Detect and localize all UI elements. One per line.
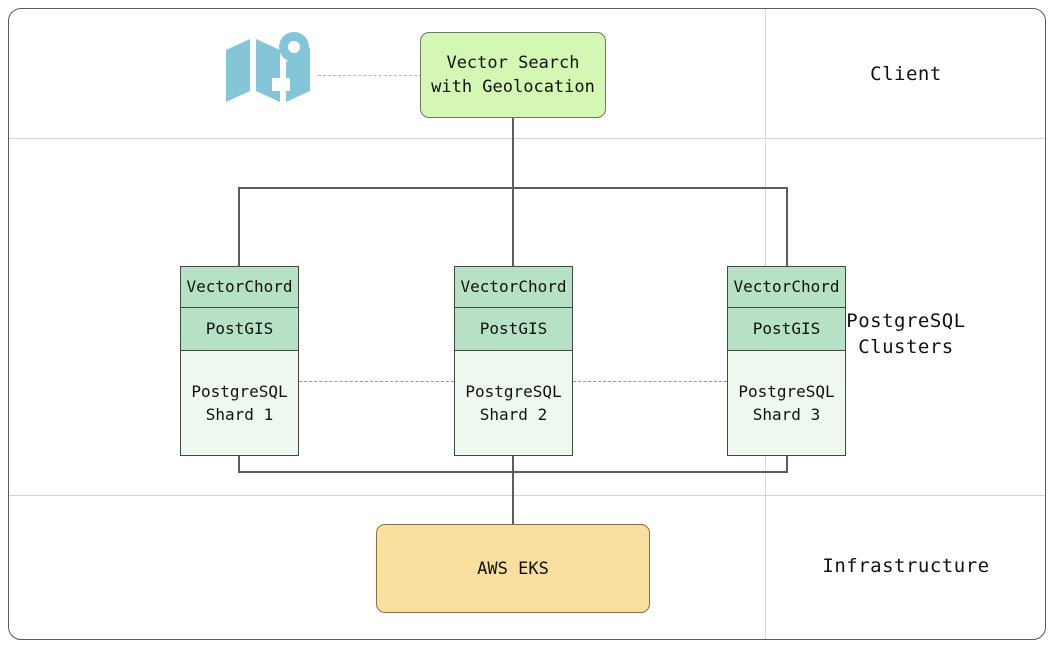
- connector-icon-to-vector-search: [318, 75, 422, 76]
- shard-2-body-label: PostgreSQL Shard 2: [454, 351, 573, 456]
- lane-divider-clusters-infrastructure: [9, 495, 1045, 496]
- node-shard-1[interactable]: VectorChord PostGIS PostgreSQL Shard 1: [180, 266, 299, 456]
- connector-shard-3-to-bottom-bus: [786, 456, 788, 473]
- connector-bottom-bus-to-eks: [512, 456, 514, 524]
- connector-bus-to-shard-3: [786, 187, 788, 267]
- shard-1-vectorchord-band: VectorChord: [180, 266, 299, 308]
- connector-vector-search-to-bus: [512, 118, 514, 188]
- connector-shard-1-to-bottom-bus: [238, 456, 240, 473]
- node-shard-3[interactable]: VectorChord PostGIS PostgreSQL Shard 3: [727, 266, 846, 456]
- map-location-icon: [226, 32, 310, 102]
- connector-shard-2-to-shard-3: [573, 381, 727, 382]
- lane-label-postgresql-clusters: PostgreSQL Clusters: [846, 310, 966, 358]
- shard-1-body-label: PostgreSQL Shard 1: [180, 351, 299, 456]
- shard-2-vectorchord-band: VectorChord: [454, 266, 573, 308]
- node-aws-eks[interactable]: AWS EKS: [376, 524, 650, 613]
- shard-3-body-label: PostgreSQL Shard 3: [727, 351, 846, 456]
- shard-1-postgis-band: PostGIS: [180, 308, 299, 351]
- shard-2-postgis-band: PostGIS: [454, 308, 573, 351]
- lane-label-infrastructure: Infrastructure: [822, 555, 990, 577]
- connector-bus-to-shard-2: [512, 187, 514, 267]
- lane-label-client: Client: [870, 63, 942, 85]
- lane-divider-client-clusters: [9, 138, 1045, 139]
- shard-3-vectorchord-band: VectorChord: [727, 266, 846, 308]
- node-shard-2[interactable]: VectorChord PostGIS PostgreSQL Shard 2: [454, 266, 573, 456]
- shard-3-postgis-band: PostGIS: [727, 308, 846, 351]
- connector-shard-1-to-shard-2: [299, 381, 454, 382]
- node-vector-search-with-geolocation[interactable]: Vector Search with Geolocation: [420, 32, 606, 118]
- connector-bus-to-shard-1: [238, 187, 240, 267]
